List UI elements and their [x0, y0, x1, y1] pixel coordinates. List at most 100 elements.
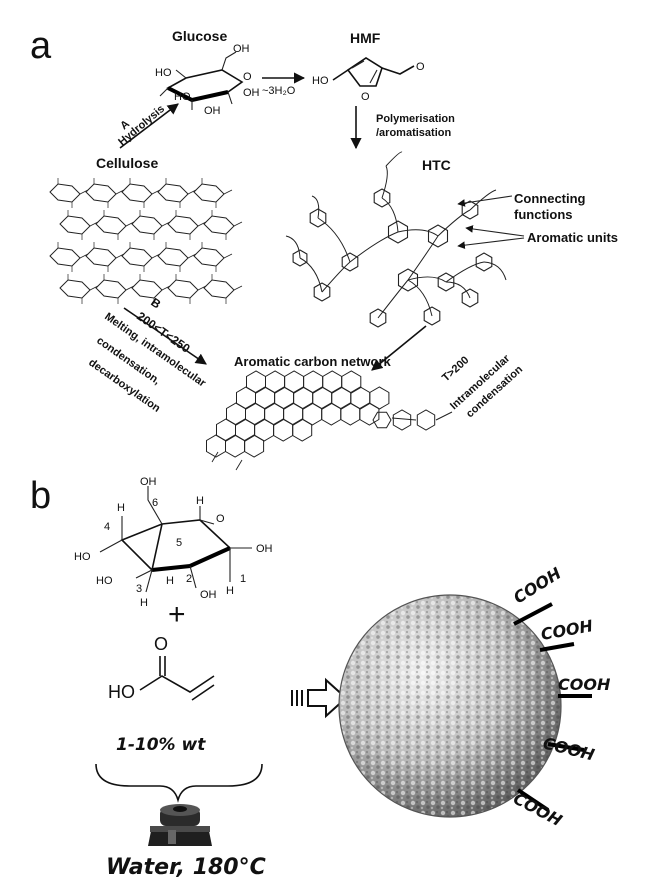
- hmf-aldehyde-o: O: [416, 61, 425, 73]
- chair-ring-o: O: [216, 513, 225, 525]
- network-ring: [274, 386, 295, 410]
- chair-number-1: 1: [240, 573, 246, 585]
- cellulose-ring: [95, 279, 127, 299]
- cellulose-substituent: [139, 274, 155, 304]
- htc-linkage: [437, 209, 471, 237]
- network-ring: [206, 434, 226, 458]
- network-ring: [265, 370, 286, 394]
- network-ring: [359, 402, 380, 426]
- cellulose-substituent: [93, 178, 109, 208]
- cellulose-ring: [85, 183, 117, 203]
- htc-linkage: [321, 261, 351, 293]
- htc-ring: [475, 252, 493, 272]
- htc-linkage: [385, 151, 403, 167]
- condition-label: Water, 180°C: [106, 855, 266, 880]
- cellulose-ring: [95, 215, 127, 235]
- cellulose-substituent: [57, 178, 73, 208]
- polymerisation-label-2: /aromatisation: [376, 127, 451, 139]
- chair-ho-c3: HO: [96, 575, 113, 587]
- glucose-ring-o: O: [243, 71, 252, 83]
- concentration-label: 1-10% wt: [116, 735, 206, 755]
- chair-h-c4: H: [117, 502, 125, 514]
- panel-a-letter: a: [30, 25, 52, 67]
- chair-number-2: 2: [186, 573, 192, 585]
- connecting-functions-label-1: Connecting: [514, 191, 586, 206]
- carbon-microsphere: [338, 594, 562, 818]
- cellulose-substituent: [103, 210, 119, 240]
- chair-number-3: 3: [136, 583, 142, 595]
- cellulose-substituent: [175, 274, 191, 304]
- cellulose-bond: [233, 285, 243, 291]
- htc-ring: [437, 272, 455, 292]
- htc-linkage: [311, 195, 320, 219]
- network-ring: [321, 402, 342, 426]
- cellulose-substituent: [165, 242, 181, 272]
- aromatic-units-label: Aromatic units: [527, 230, 618, 245]
- panel-b-letter: b: [30, 475, 51, 517]
- autoclave-image: [148, 804, 212, 846]
- chair-oh-c2: OH: [200, 589, 217, 601]
- htc-linkage: [285, 235, 301, 259]
- htc-ring: [397, 268, 419, 292]
- chair-oh-c6: OH: [140, 476, 157, 488]
- brace: [95, 763, 263, 803]
- pointer-connecting: [457, 195, 513, 207]
- network-ring: [340, 402, 361, 426]
- chair-h-c5: H: [196, 495, 204, 507]
- htc-linkage: [377, 279, 409, 319]
- network-ring: [284, 370, 305, 394]
- cellulose-ring: [203, 215, 235, 235]
- network-linker: [391, 411, 453, 421]
- htc-linkage: [445, 261, 485, 283]
- network-side-ring: [392, 409, 412, 431]
- acrylic-acid-structure: O HO: [108, 634, 215, 702]
- htc-ring: [309, 208, 327, 228]
- cellulose-substituent: [211, 274, 227, 304]
- network-ring: [236, 386, 256, 410]
- glucose-chair-structure: H OH 6 4 5 H O HO HO 3 H 2 OH 1 OH H H: [74, 476, 273, 609]
- cellulose-substituent: [129, 178, 145, 208]
- htc-ring: [313, 282, 331, 302]
- hmf-ho: HO: [312, 75, 329, 87]
- cellulose-label: Cellulose: [96, 155, 158, 171]
- cooh-stalk-1: [513, 602, 553, 626]
- connecting-functions-label-2: functions: [514, 207, 573, 222]
- cellulose-substituent: [139, 210, 155, 240]
- network-ring: [254, 418, 275, 442]
- cooh-label-5: COOH: [510, 789, 566, 831]
- htc-linkage: [445, 281, 471, 299]
- cellulose-ring: [157, 183, 189, 203]
- aromatic-carbon-network: [206, 370, 453, 471]
- network-ring: [226, 402, 246, 426]
- acrylic-carbonyl-o: O: [154, 634, 168, 654]
- htc-ring: [373, 188, 391, 208]
- cellulose-substituent: [57, 242, 73, 272]
- water-loss-label: ~3H₂O: [262, 85, 296, 97]
- cellulose-ring: [121, 183, 153, 203]
- chair-oh-c1: OH: [256, 543, 273, 555]
- network-ring: [350, 386, 371, 410]
- cellulose-ring: [167, 215, 199, 235]
- htc-linkage: [469, 189, 497, 211]
- cellulose-ring: [157, 247, 189, 267]
- htc-linkage: [407, 279, 433, 317]
- htc-ring: [423, 306, 441, 326]
- arrow-hydrolysis: [119, 103, 179, 149]
- arrow-route-c: [371, 325, 427, 371]
- glucose-oh-top: OH: [233, 43, 250, 55]
- polymerisation-label-1: Polymerisation: [376, 113, 455, 125]
- network-phenyl: [416, 409, 436, 431]
- network-ring: [246, 370, 266, 394]
- network-ring: [283, 402, 304, 426]
- network-ring: [245, 402, 266, 426]
- htc-ring: [387, 220, 409, 244]
- cellulose-substituent: [129, 242, 145, 272]
- htc-label: HTC: [422, 157, 451, 173]
- cellulose-ring: [49, 247, 81, 267]
- htc-linkage: [381, 197, 399, 233]
- cellulose-ring: [131, 215, 163, 235]
- cooh-label-1: COOH: [510, 563, 565, 607]
- htc-ring: [292, 249, 308, 267]
- cooh-label-4: COOH: [541, 733, 597, 764]
